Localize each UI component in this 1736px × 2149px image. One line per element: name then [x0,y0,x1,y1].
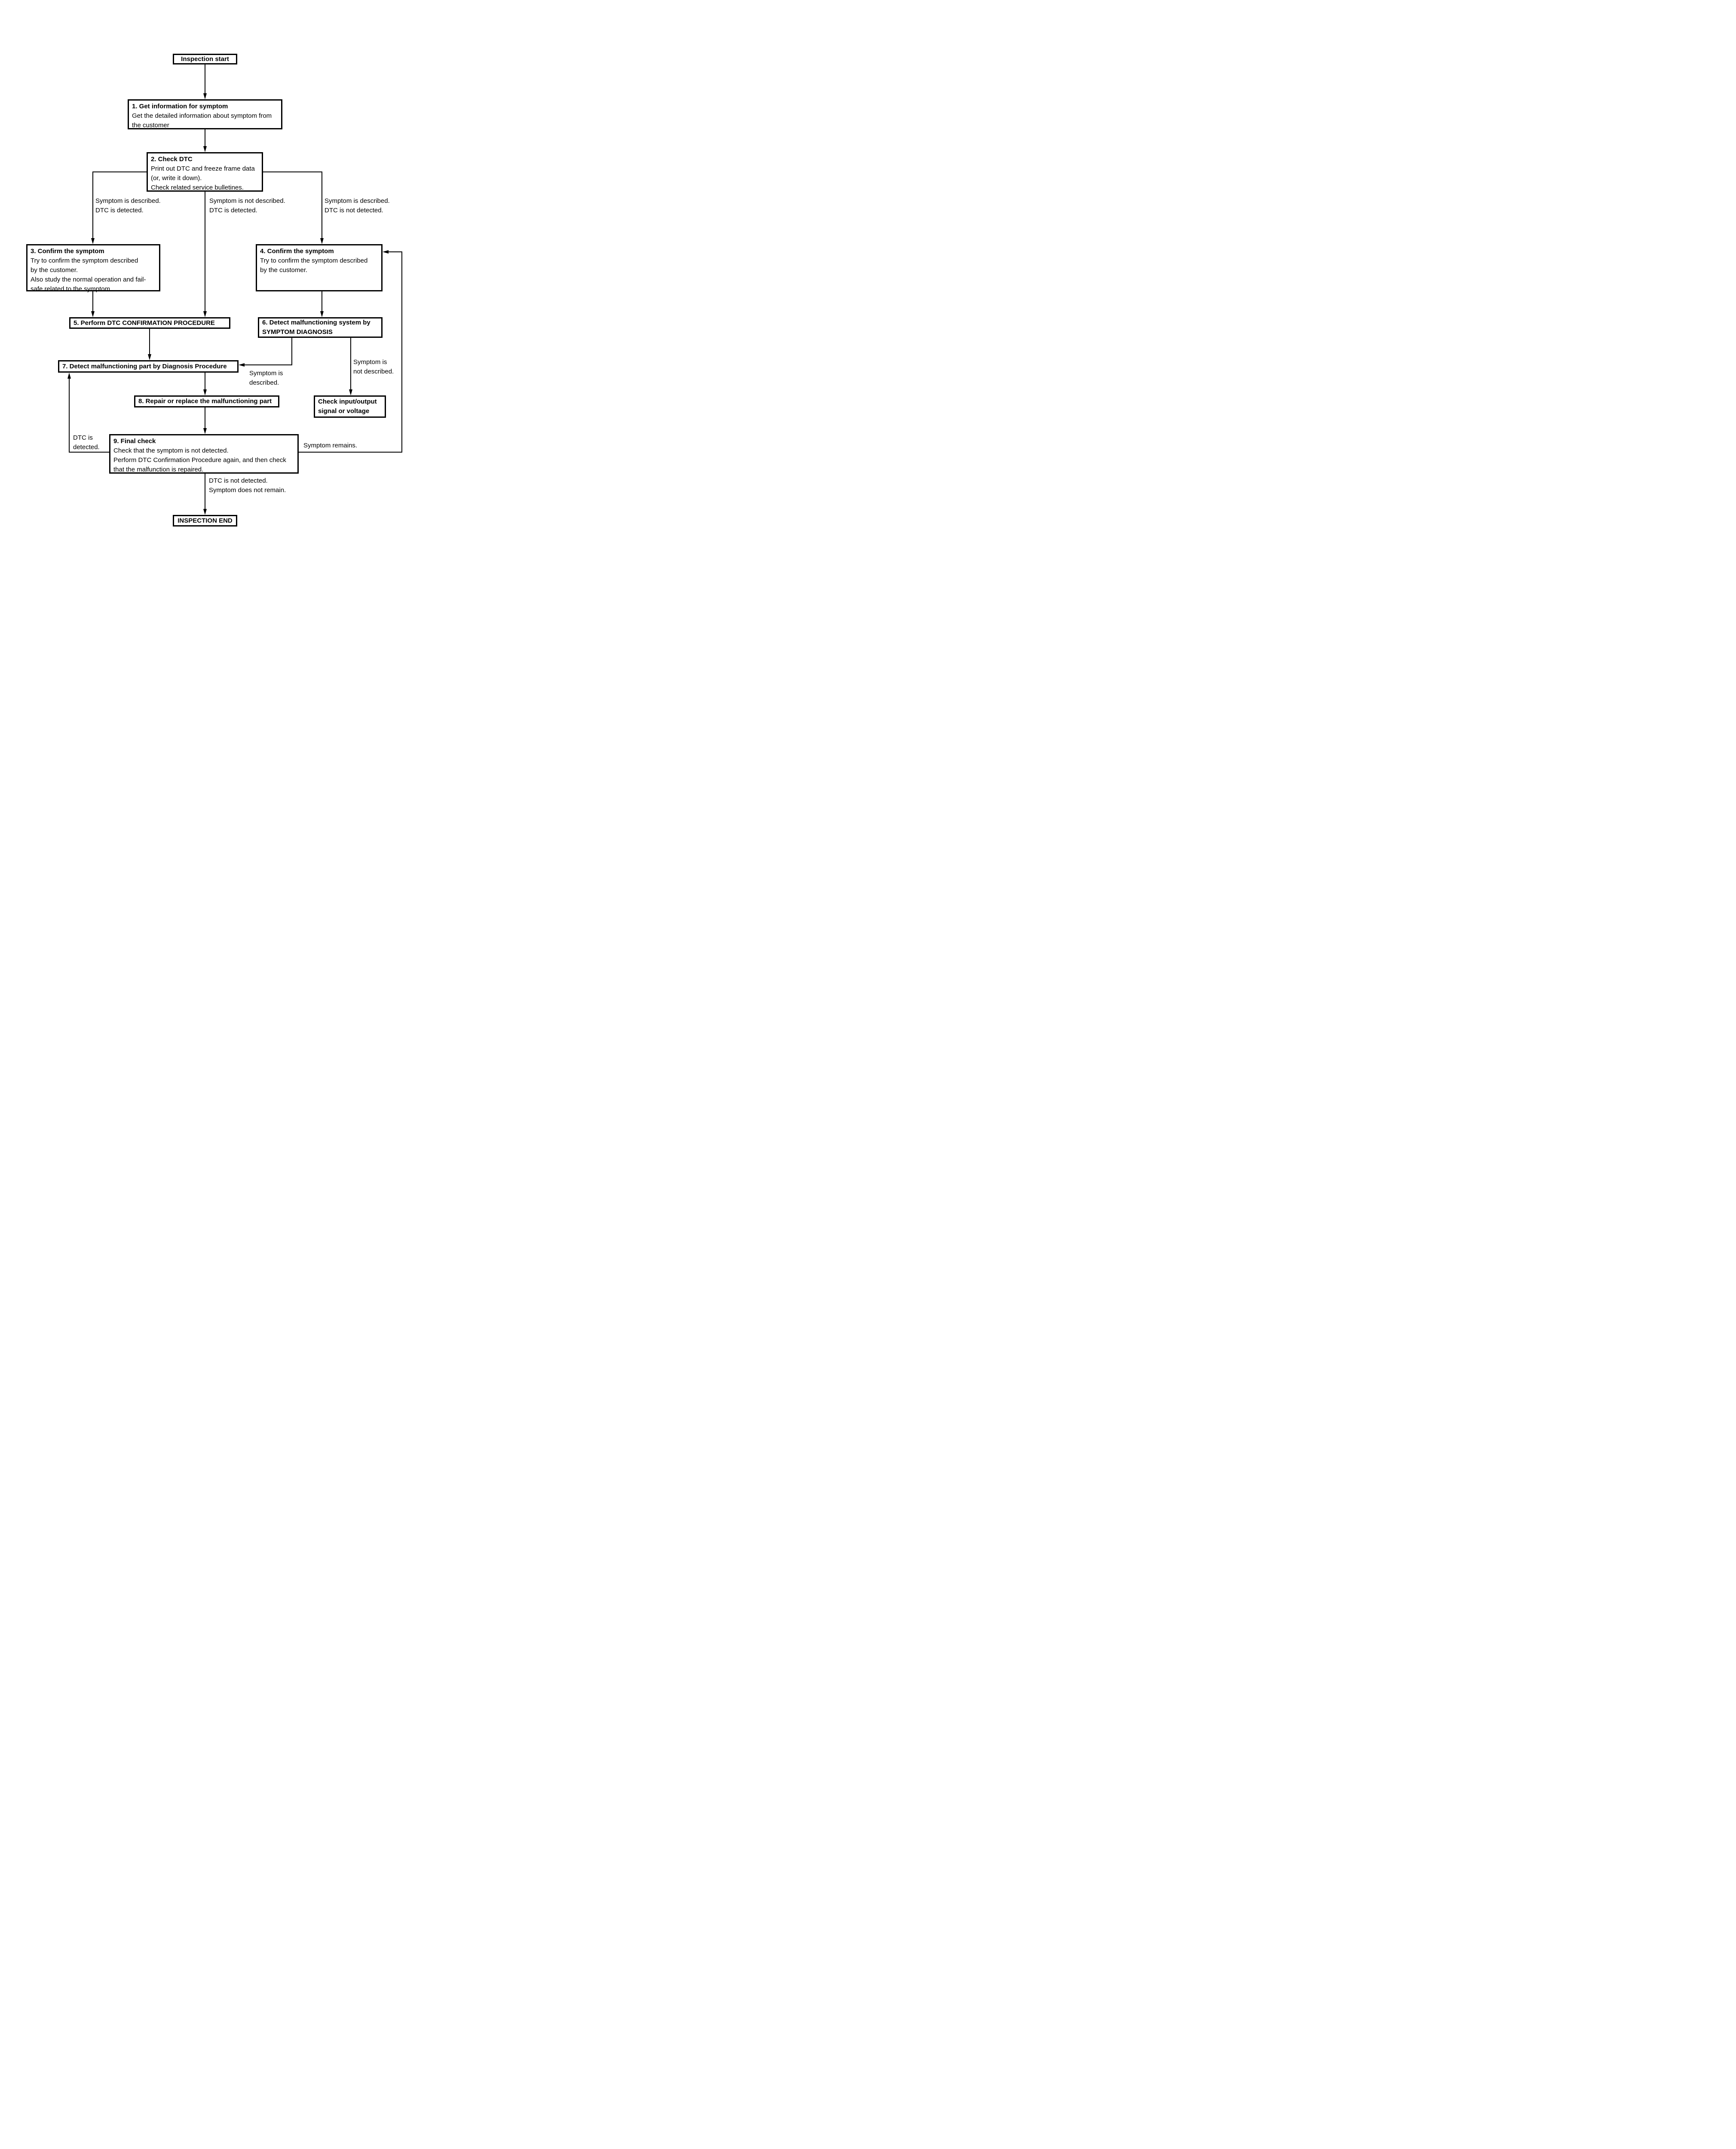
process-box-6: 6. Detect malfunctioning system by SYMPT… [258,317,383,338]
process-box-1: 1. Get information for symptom Get the d… [128,99,282,129]
process-box-2-body: Print out DTC and freeze frame data (or,… [151,165,255,191]
connector-5-to-7-arrowhead-icon [148,354,151,360]
connector-6-to-checkio-line [350,338,351,389]
process-box-3: 3. Confirm the symptom Try to confirm th… [26,244,160,293]
process-box-4: 4. Confirm the symptom Try to confirm th… [256,244,383,291]
connector-2-to-4-hline [263,171,322,172]
connector-start-to-1-arrowhead-icon [203,93,207,99]
process-box-9-title: 9. Final check [113,438,156,445]
loop-9-to-4-arrowhead-icon [383,250,389,254]
loop-9-to-7-hline [69,452,109,453]
symptom-remains-label: Symptom remains. [303,442,358,449]
check-io-box: Check input/output signal or voltage [314,395,386,418]
trouble-diagnosis-flowchart: Inspection start 1. Get information for … [0,0,434,588]
connector-1-to-2-arrowhead-icon [203,146,207,152]
loop-9-to-4-hline-bottom [299,452,402,453]
connector-3-to-5-arrowhead-icon [91,311,95,317]
dtc-not-detected-label: DTC is not detected. Symptom does not re… [209,477,286,494]
check-io-box-title: Check input/output signal or voltage [318,398,377,415]
process-box-8-title: 8. Repair or replace the malfunctioning … [138,398,272,405]
loop-9-to-4-vline [401,251,402,453]
connector-8-to-9-arrowhead-icon [203,428,207,434]
process-box-2: 2. Check DTC Print out DTC and freeze fr… [147,152,263,192]
symptom-not-described-label: Symptom is not described. [353,358,394,375]
process-box-7-title: 7. Detect malfunctioning part by Diagnos… [62,362,227,370]
connector-6-to-7-hline [245,364,292,365]
process-box-4-body: Try to confirm the symptom described by … [260,257,368,274]
connector-2-to-5-arrowhead-icon [203,311,207,317]
connector-6-to-7-arrowhead-icon [239,363,245,367]
end-node: INSPECTION END [173,515,237,527]
loop-9-to-7-vline [69,379,70,453]
symptom-described-label: Symptom is described. [249,370,283,386]
process-box-3-title: 3. Confirm the symptom [31,248,104,255]
start-label: Inspection start [181,55,229,63]
end-label: INSPECTION END [178,517,233,524]
process-box-5: 5. Perform DTC CONFIRMATION PROCEDURE [69,317,230,329]
connector-2-to-4-vline [321,171,322,238]
process-box-7: 7. Detect malfunctioning part by Diagnos… [58,360,239,373]
connector-4-to-6-arrowhead-icon [320,311,324,317]
process-box-3-body: Try to confirm the symptom described by … [31,257,146,293]
connector-2-to-3-arrowhead-icon [91,238,95,244]
connector-2-to-3-vline [92,171,93,238]
connector-6-to-7-vline [291,338,292,365]
connector-3-to-5-line [92,291,93,311]
start-node: Inspection start [173,54,237,64]
branch-middle-condition-label: Symptom is not described. DTC is detecte… [209,197,285,214]
loop-9-to-4-hline-top [389,251,401,252]
connector-2-to-4-arrowhead-icon [320,238,324,244]
connector-5-to-7-line [149,329,150,354]
process-box-9-body: Check that the symptom is not detected. … [113,447,286,473]
process-box-8: 8. Repair or replace the malfunctioning … [134,395,279,407]
process-box-6-title: 6. Detect malfunctioning system by SYMPT… [262,319,370,336]
connector-4-to-6-line [321,291,322,311]
branch-left-condition-label: Symptom is described. DTC is detected. [95,197,161,214]
process-box-2-title: 2. Check DTC [151,156,193,163]
process-box-1-title: 1. Get information for symptom [132,103,228,110]
branch-right-condition-label: Symptom is described. DTC is not detecte… [325,197,390,214]
loop-9-to-7-arrowhead-icon [67,373,71,379]
connector-2-to-3-hline [93,171,147,172]
process-box-9: 9. Final check Check that the symptom is… [109,434,299,474]
connector-6-to-checkio-arrowhead-icon [349,389,352,395]
connector-7-to-8-arrowhead-icon [203,389,207,395]
process-box-5-title: 5. Perform DTC CONFIRMATION PROCEDURE [73,319,215,327]
connector-9-to-end-arrowhead-icon [203,509,207,515]
process-box-1-body: Get the detailed information about sympt… [132,112,272,129]
dtc-detected-label: DTC is detected. [73,434,100,451]
process-box-4-title: 4. Confirm the symptom [260,248,334,255]
